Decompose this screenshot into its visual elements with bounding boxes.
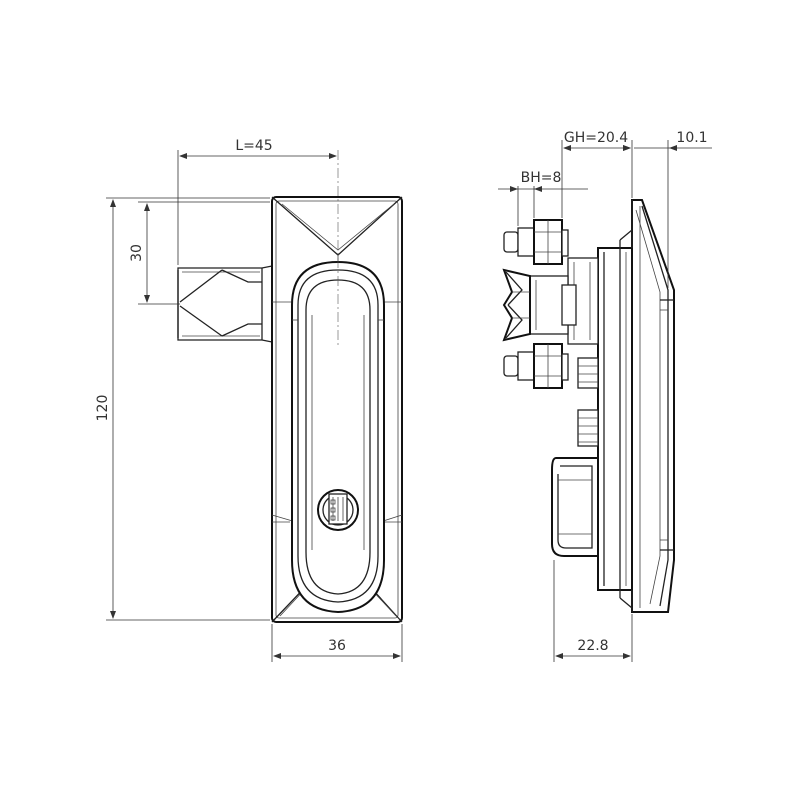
front-dimensions: L=45 30 120 36 xyxy=(95,138,403,662)
dim-bh: BH=8 xyxy=(521,170,562,186)
side-dimensions: GH=20.4 10.1 BH=8 22.8 xyxy=(498,130,712,662)
key-cylinder xyxy=(317,489,359,531)
dim-lever-length: L=45 xyxy=(235,138,272,154)
cam-tongue xyxy=(502,268,531,342)
dim-gh: GH=20.4 xyxy=(564,130,628,146)
studs xyxy=(577,357,599,447)
dim-total-height: 120 xyxy=(95,395,111,422)
side-view xyxy=(502,199,675,613)
dim-width: 36 xyxy=(328,638,346,654)
bolt-bottom xyxy=(503,343,569,389)
front-view xyxy=(177,150,403,623)
lock-housing xyxy=(551,457,599,557)
spindle xyxy=(529,257,599,345)
lever-cam xyxy=(177,265,273,343)
dim-flange: 10.1 xyxy=(676,130,707,146)
body-plate xyxy=(597,228,633,610)
bolt-top xyxy=(503,219,569,265)
dim-lever-offset: 30 xyxy=(129,244,145,262)
dim-depth: 22.8 xyxy=(577,638,608,654)
flange xyxy=(631,199,675,613)
